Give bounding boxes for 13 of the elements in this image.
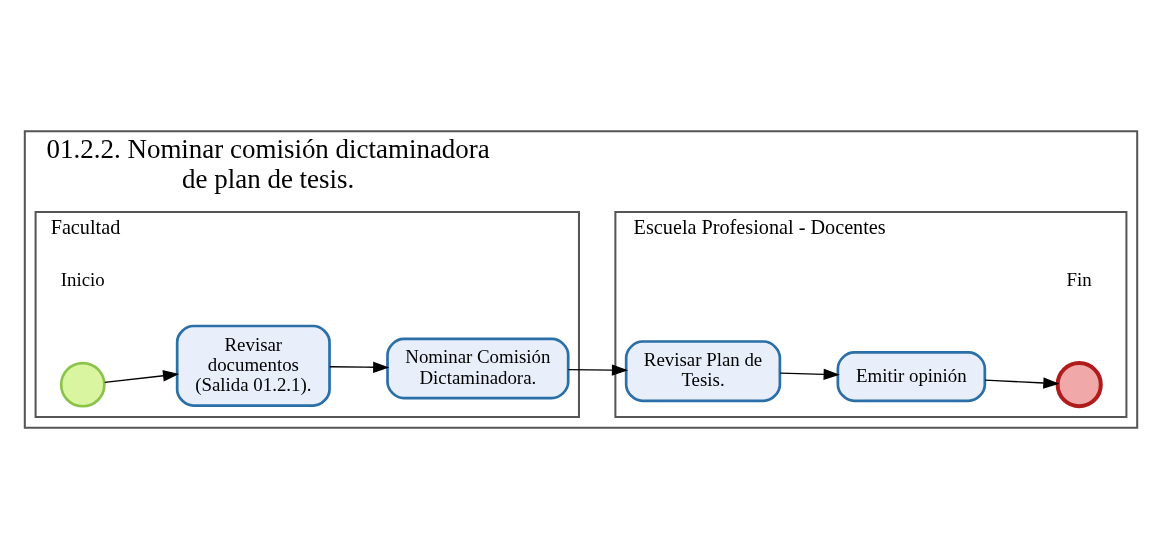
arrow	[984, 376, 1060, 389]
arrow	[567, 363, 629, 376]
node-box: Revisar Plan de Tesis.	[624, 339, 782, 402]
node-label: Inicio	[60, 268, 105, 290]
node-label: Fin	[1066, 268, 1092, 290]
node-circle	[1055, 360, 1103, 408]
node-box: Emitir opinión	[836, 350, 987, 402]
node-box: Nominar Comisión Dictaminadora.	[386, 336, 570, 399]
node-box: Revisar documentos (Salida 01.2.1).	[175, 324, 331, 407]
arrow	[779, 368, 840, 380]
arrow	[104, 369, 180, 383]
arrow	[329, 361, 390, 373]
node-circle	[59, 361, 106, 408]
